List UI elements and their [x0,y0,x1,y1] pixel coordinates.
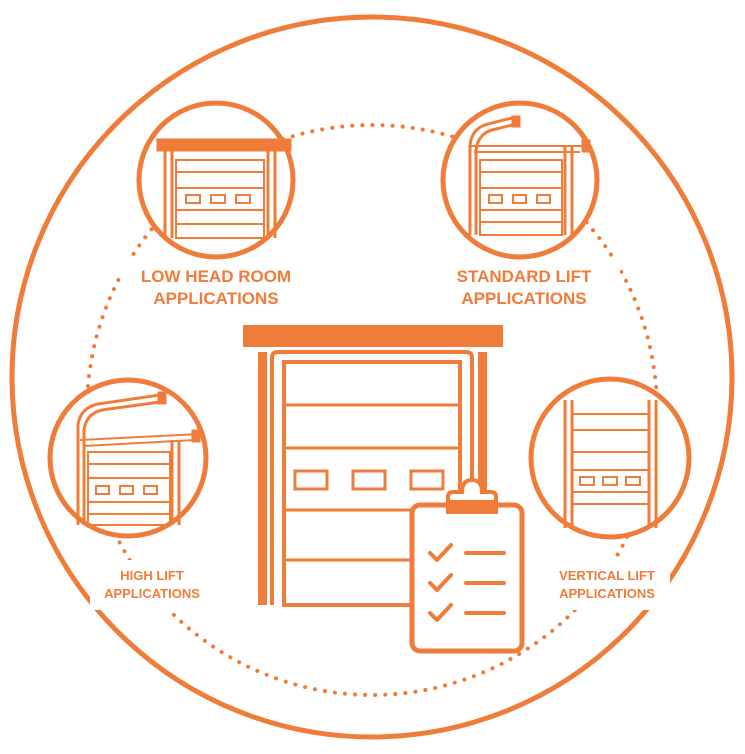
outer-ring [9,14,735,740]
standard-lift-door-icon [440,100,600,260]
low-head-room-label-line1: LOW HEAD ROOM [141,267,291,286]
high-lift-label-line2: APPLICATIONS [104,586,200,601]
high-lift-door-icon [47,377,209,539]
low-head-room-label-line2: APPLICATIONS [153,289,278,308]
standard-lift-label-line2: APPLICATIONS [461,289,586,308]
vertical-lift-label-line2: APPLICATIONS [559,586,655,601]
label-backdrops [90,258,670,610]
vertical-lift-door-icon [528,376,692,540]
garage-door-icon [243,325,503,607]
clipboard-checklist-icon [409,477,525,654]
low-head-room-door-icon [136,100,296,260]
vertical-lift-label-line1: VERTICAL LIFT [559,568,655,583]
high-lift-label-line1: HIGH LIFT [120,568,184,583]
standard-lift-label-line1: STANDARD LIFT [457,267,592,286]
